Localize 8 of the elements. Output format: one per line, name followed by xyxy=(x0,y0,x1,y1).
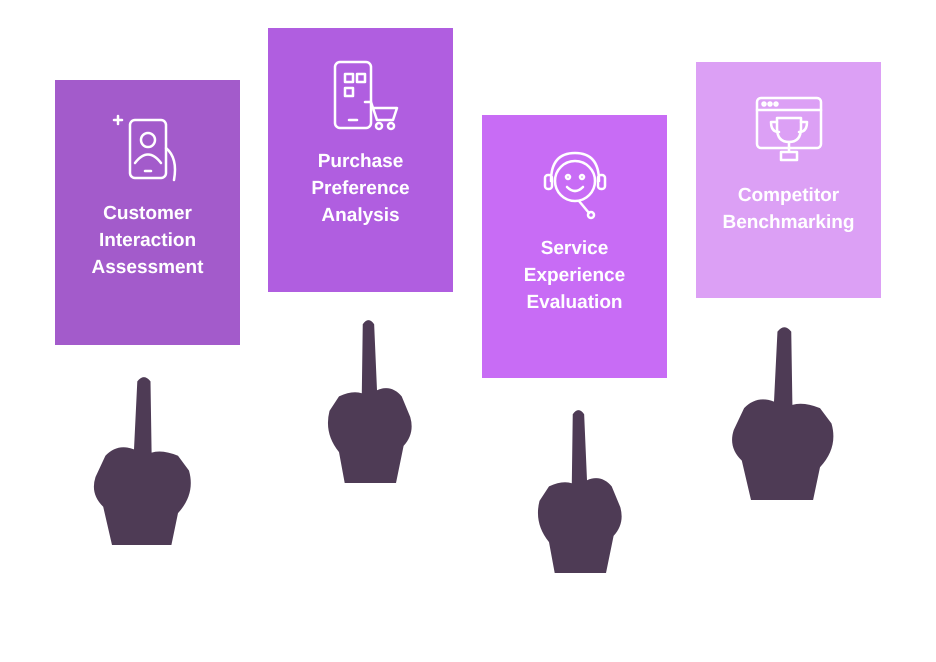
step-card xyxy=(268,28,453,292)
step-card xyxy=(482,115,667,378)
step-card xyxy=(55,80,240,345)
card-title: Purchase Preference Analysis xyxy=(310,150,411,228)
card-title: Competitor Benchmarking xyxy=(722,184,856,235)
step-card xyxy=(696,62,881,298)
card-title: Service Experience Evaluation xyxy=(522,237,626,315)
card-title: Customer Interaction Assessment xyxy=(90,202,204,280)
